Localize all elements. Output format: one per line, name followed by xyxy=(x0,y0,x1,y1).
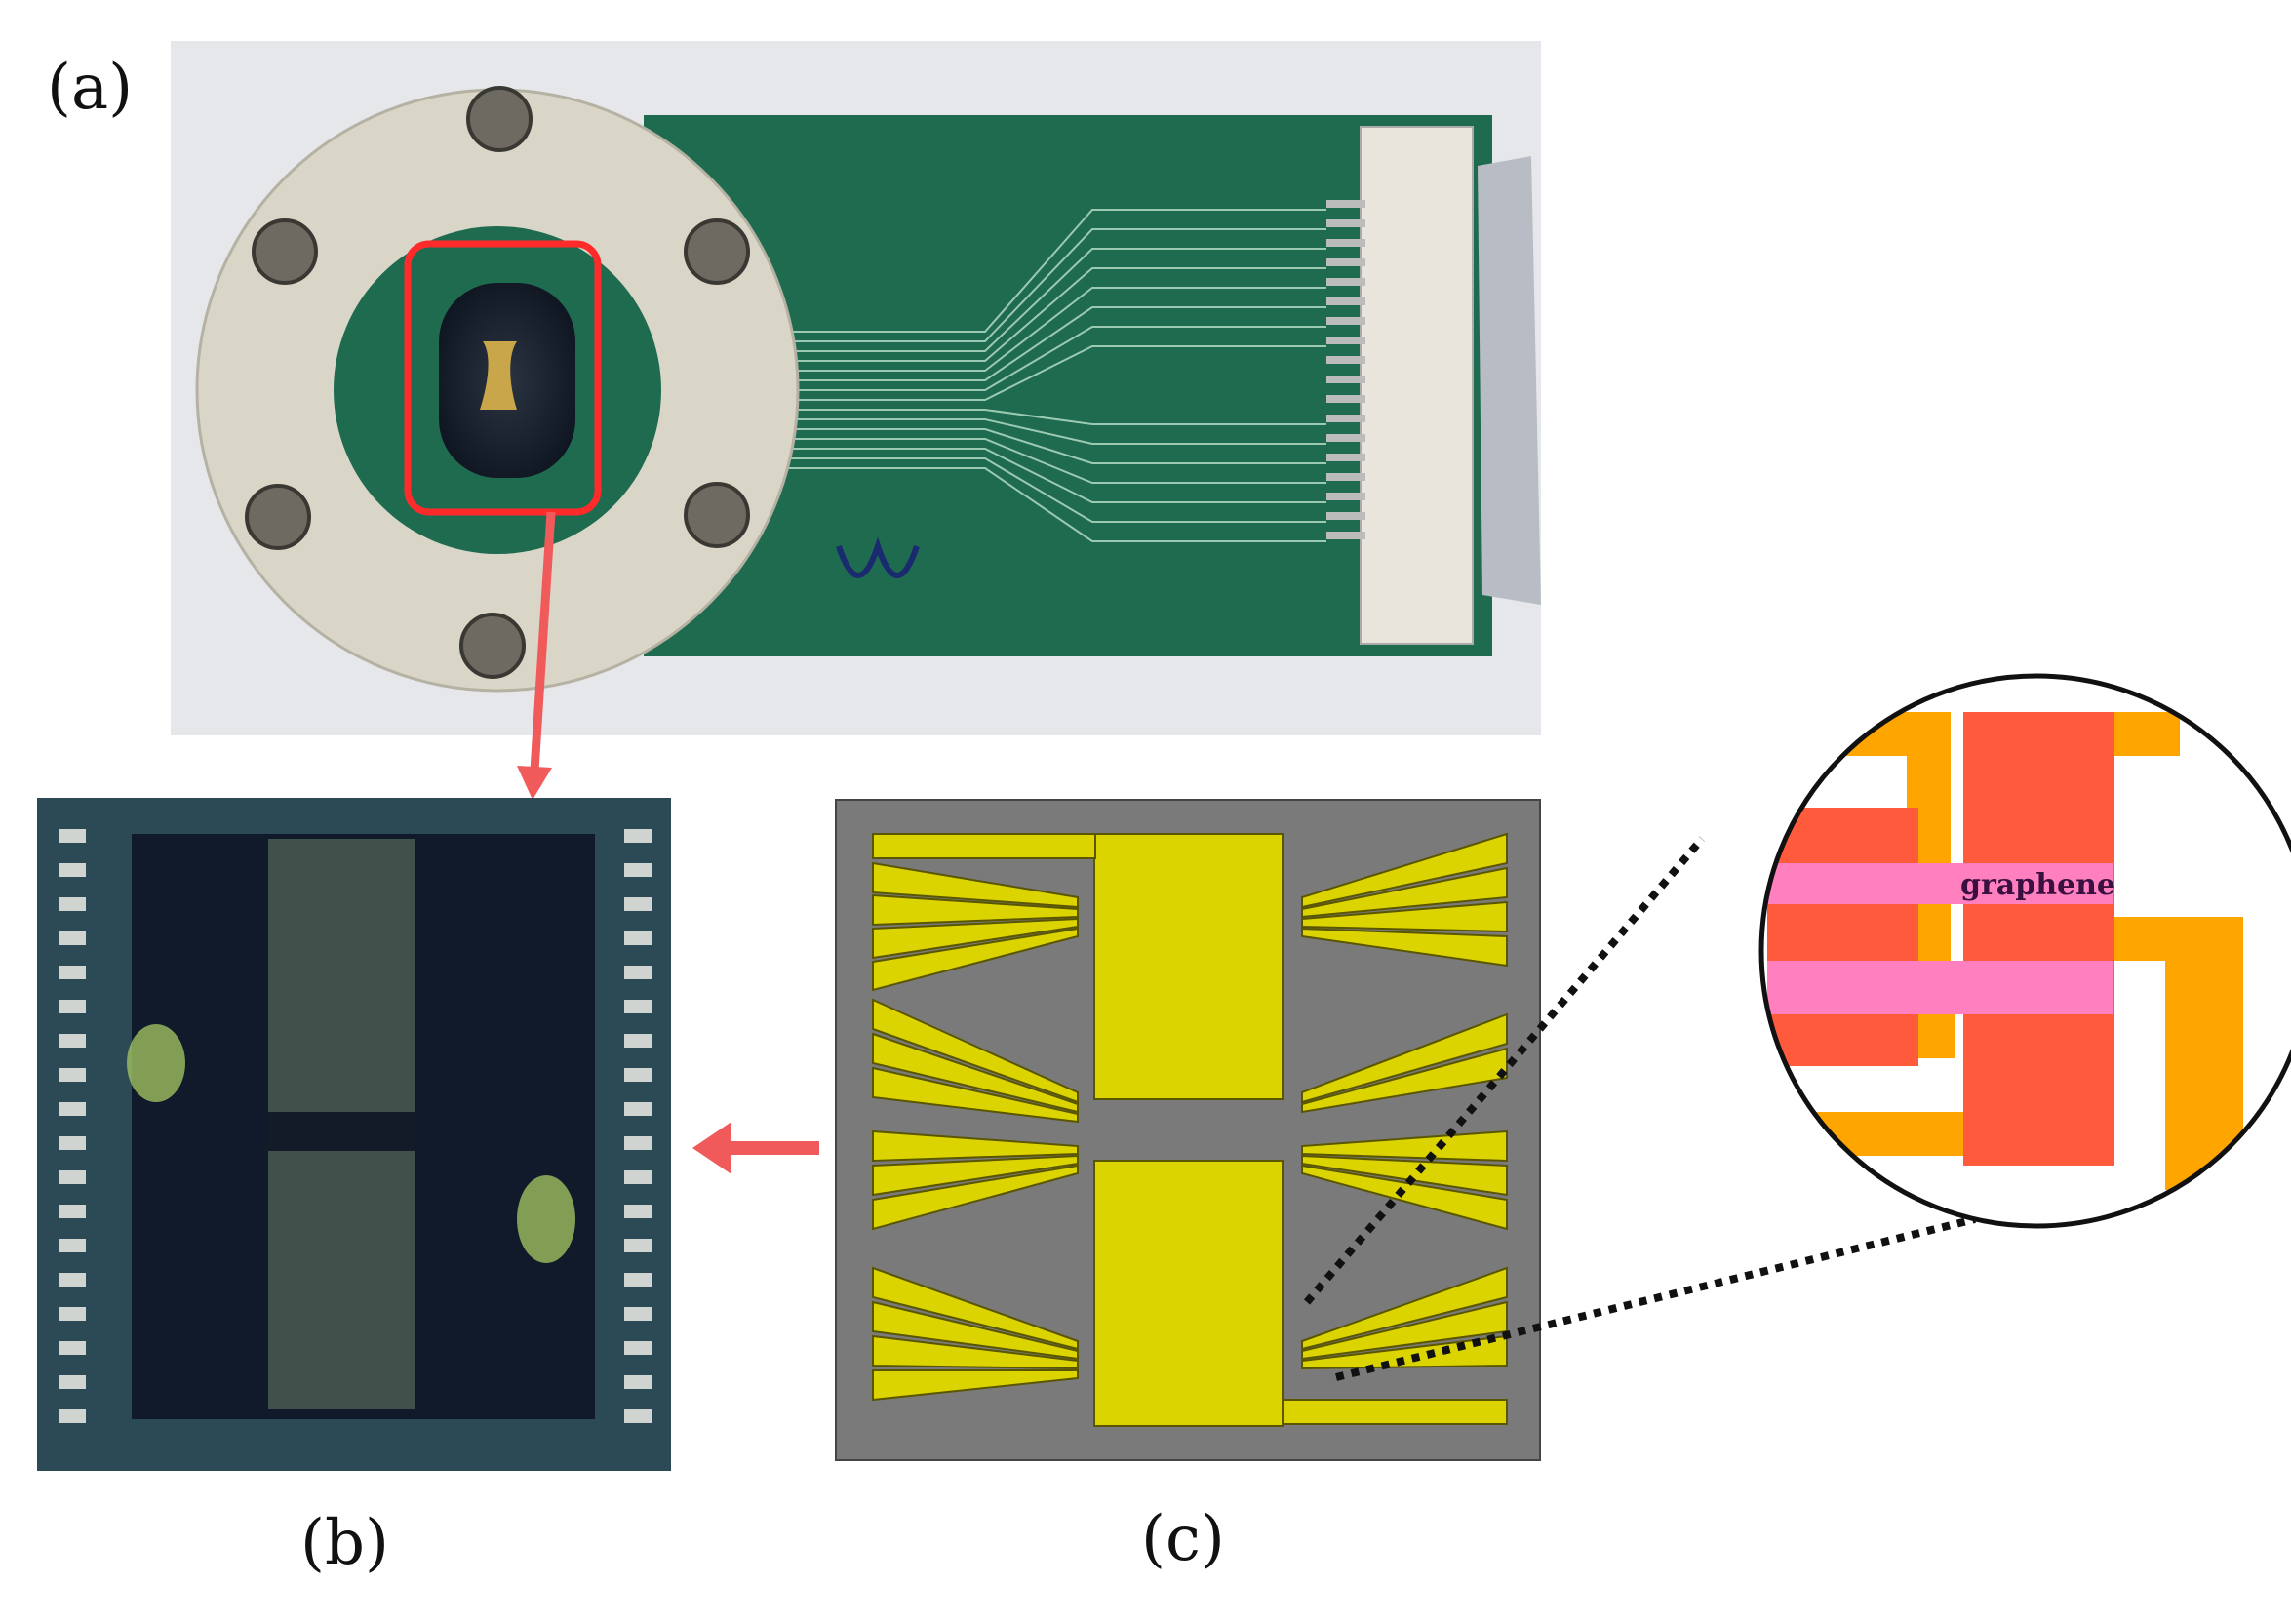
panel-label-b: (b) xyxy=(300,1507,389,1579)
zoom-circle xyxy=(1758,673,2291,1229)
handwritten-mark xyxy=(836,536,920,578)
glue-spot xyxy=(127,1024,185,1102)
zoom-lines xyxy=(1303,836,1976,1381)
panel-a-photo xyxy=(171,41,1541,735)
fan-right-3 xyxy=(1301,1129,1508,1231)
fan-left-4 xyxy=(872,1266,1079,1402)
panel-b-microscope xyxy=(37,798,671,1471)
fan-left-2 xyxy=(872,998,1079,1124)
fan-right-2 xyxy=(1301,1012,1508,1114)
graphene-label: graphene xyxy=(1960,868,2115,902)
chip-die xyxy=(480,341,517,410)
bond-pads-right xyxy=(624,829,652,1423)
bus-bottom xyxy=(1282,1399,1508,1425)
center-pads xyxy=(1093,833,1284,1427)
foil-cable xyxy=(1478,156,1541,605)
graphene-rects xyxy=(1767,712,2114,1166)
fan-right-4 xyxy=(1301,1266,1508,1370)
flange-holes xyxy=(245,86,750,679)
bond-pads-left xyxy=(59,829,86,1423)
fan-left-3 xyxy=(872,1129,1079,1231)
bus-top xyxy=(872,833,1096,859)
panel-c-layout xyxy=(835,799,1541,1461)
panel-label-a: (a) xyxy=(47,52,134,124)
pcb-traces xyxy=(683,209,1326,542)
fan-left-1 xyxy=(872,861,1079,992)
panel-label-c: (c) xyxy=(1141,1503,1225,1575)
arrow-c-to-b xyxy=(692,1122,819,1174)
connector xyxy=(1360,126,1474,645)
glue-spot xyxy=(517,1175,575,1263)
arrow-a-to-b xyxy=(517,511,556,800)
connector-pins xyxy=(1326,200,1365,539)
highlight-box xyxy=(404,240,602,516)
fan-right-1 xyxy=(1301,832,1508,968)
